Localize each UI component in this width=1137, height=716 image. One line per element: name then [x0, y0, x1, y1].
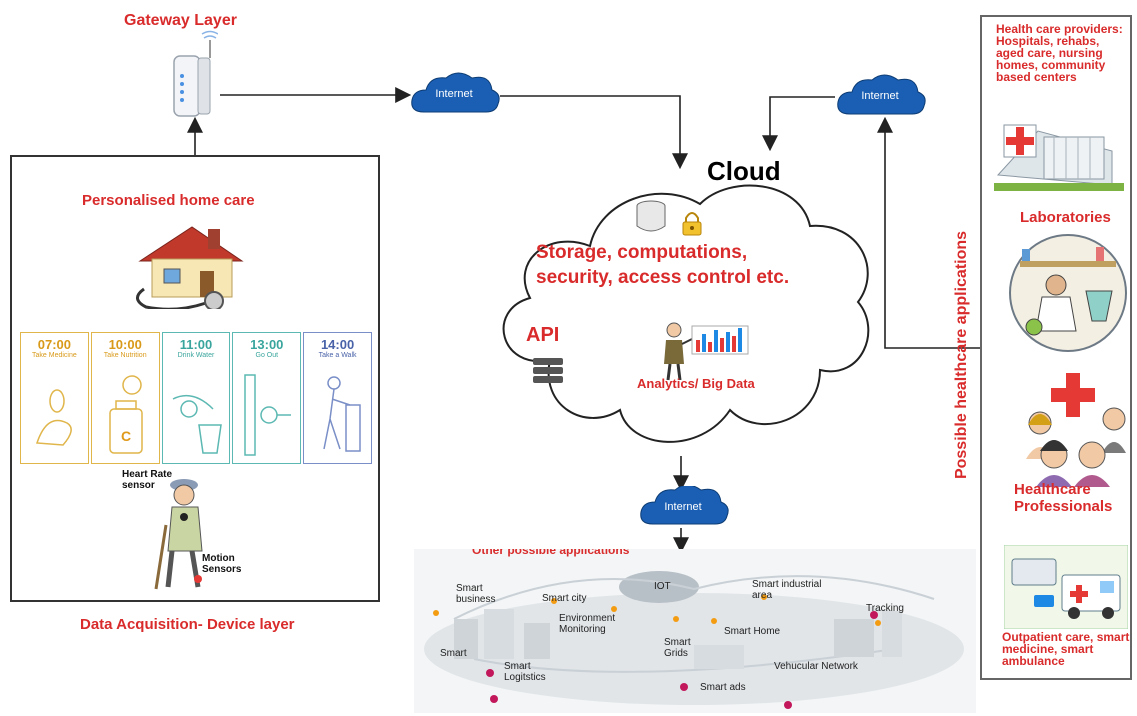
laboratory-icon	[1009, 234, 1127, 352]
iot-center-label: IOT	[654, 581, 671, 592]
schedule-task: Go Out	[255, 352, 279, 359]
door-key-icon	[244, 374, 292, 456]
vitamin-letter: C	[121, 428, 131, 444]
iot-item: Smart Home	[724, 626, 781, 637]
device-layer-label: Data Acquisition- Device layer	[80, 616, 295, 633]
home-care-label: Personalised home care	[82, 192, 255, 209]
router-icon	[173, 30, 218, 117]
schedule-task: Take Medicine	[32, 352, 77, 359]
arrow-apps-to-internet	[877, 116, 980, 349]
hand-pills-icon	[35, 389, 72, 446]
internet-cloud-bottom: Internet	[637, 486, 729, 530]
arrow-internet-to-cloud	[500, 95, 688, 170]
water-glass-icon	[172, 394, 222, 454]
cloud-shape	[502, 184, 870, 443]
schedule-task: Take a Walk	[318, 352, 357, 359]
schedule-time: 14:00	[320, 337, 355, 352]
internet-cloud-icon	[837, 74, 926, 115]
database-icon	[636, 200, 666, 232]
apps-vertical-title-wrap: Possible healthcare applications	[950, 166, 974, 546]
internet-label: Internet	[435, 88, 473, 100]
iot-item: Vehucular Network	[774, 661, 858, 672]
apps-vertical-title: Possible healthcare applications	[953, 230, 970, 480]
iot-item: Smart Logitstics	[504, 661, 546, 683]
iot-item: Smart industrial area	[752, 579, 822, 601]
laboratories-label: Laboratories	[1020, 209, 1111, 226]
schedule-time: 07:00	[37, 337, 72, 352]
schedule-card: 07:00 Take Medicine	[20, 332, 89, 464]
internet-label: Internet	[664, 501, 702, 513]
motion-sensor-label: Motion Sensors	[202, 553, 242, 575]
cloud-api-label: API	[526, 324, 560, 346]
device-layer-box: Personalised home care 07:00 Take Medici…	[10, 155, 380, 602]
iot-item: Smart city	[542, 593, 587, 604]
cloud-analytics-label: Analytics/ Big Data	[637, 376, 755, 391]
healthcare-apps-panel: Health care providers: Hospitals, rehabs…	[980, 15, 1132, 680]
outpatient-label: Outpatient care, smart medicine, smart a…	[1002, 630, 1130, 668]
professionals-icon	[1026, 373, 1126, 487]
iot-header: Other possible applications	[472, 549, 630, 557]
lock-icon	[682, 212, 702, 236]
cloud-storage-line1: Storage, computations,	[536, 242, 748, 263]
home-stethoscope-icon	[136, 226, 244, 309]
iot-panel: Other possible applications IOT Smart bu…	[414, 549, 976, 713]
schedule-card: 10:00 Take Nutrition C	[90, 332, 160, 464]
iot-item: Smart Grids	[664, 637, 691, 659]
schedule-time: 10:00	[108, 337, 142, 352]
arrow-right-internet-to-cloud	[762, 96, 835, 152]
internet-cloud-left: Internet	[408, 72, 500, 120]
ambulance-icon	[1004, 545, 1128, 629]
cloud-storage-line2: security, access control etc.	[536, 267, 790, 288]
iot-item: Tracking	[866, 603, 904, 614]
elderly-walker-icon	[323, 376, 361, 452]
hospital-icon	[994, 124, 1124, 191]
iot-city-illustration	[424, 571, 964, 709]
schedule-time: 11:00	[179, 337, 213, 352]
schedule-card: 13:00 Go Out	[232, 332, 302, 464]
internet-label: Internet	[861, 90, 899, 102]
internet-cloud-right: Internet	[834, 74, 926, 120]
iot-item: Smart	[440, 648, 467, 659]
vitamin-bottle-icon: C	[109, 375, 143, 454]
elderly-sensors-icon	[154, 479, 203, 590]
schedule-time: 13:00	[250, 337, 284, 352]
iot-item: Environment Monitoring	[559, 613, 616, 635]
heart-rate-sensor-label: Heart Rate sensor	[122, 469, 173, 491]
schedule-card: 14:00 Take a Walk	[303, 332, 372, 464]
analyst-chart-icon	[664, 322, 749, 381]
professionals-label: Healthcare Professionals	[1014, 481, 1113, 515]
daily-schedule-strip: 07:00 Take Medicine 10:00 Take Nutrition…	[20, 332, 372, 464]
schedule-task: Take Nutrition	[103, 352, 147, 359]
providers-label: Health care providers: Hospitals, rehabs…	[996, 22, 1123, 84]
schedule-card: 11:00 Drink Water	[161, 332, 231, 464]
schedule-task: Drink Water	[177, 352, 215, 359]
gateway-title: Gateway Layer	[124, 12, 237, 29]
internet-cloud-icon	[640, 486, 729, 525]
cloud-title: Cloud	[707, 156, 781, 186]
internet-cloud-icon	[411, 72, 500, 113]
iot-item: Smart business	[456, 583, 496, 605]
iot-item: Smart ads	[700, 682, 746, 693]
server-stack-icon	[533, 358, 563, 383]
